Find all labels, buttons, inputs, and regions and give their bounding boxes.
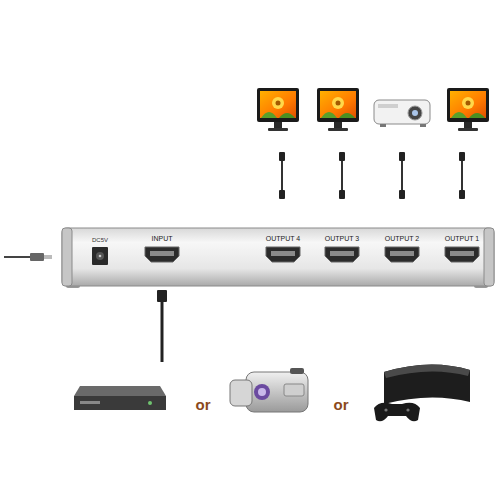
hdmi-port: OUTPUT 1 <box>442 234 483 263</box>
hdmi-port: OUTPUT 2 <box>382 234 423 263</box>
hdmi-cable <box>399 152 405 199</box>
hdmi-socket <box>144 246 180 263</box>
alternative-word: or <box>334 396 349 413</box>
set-top-box <box>74 386 166 410</box>
alternative-word: or <box>196 396 211 413</box>
hdmi-cable <box>279 152 285 199</box>
tv-monitor <box>317 88 359 131</box>
hdmi-port: OUTPUT 4 <box>263 234 304 263</box>
port-label: OUTPUT 1 <box>445 234 480 243</box>
hdmi-socket <box>444 246 480 263</box>
projector <box>374 100 430 127</box>
hdmi-socket <box>324 246 360 263</box>
hdmi-cable <box>459 152 465 199</box>
power-label: DC5V <box>92 237 108 243</box>
splitter-housing <box>62 228 494 288</box>
input-cable <box>157 290 167 362</box>
hdmi-socket <box>265 246 301 263</box>
camcorder <box>230 368 308 412</box>
tv-monitor <box>447 88 489 131</box>
game-controller <box>374 403 420 422</box>
power-plug <box>4 253 52 261</box>
hdmi-socket <box>384 246 420 263</box>
port-label: OUTPUT 2 <box>385 234 420 243</box>
hdmi-cable <box>339 152 345 199</box>
hdmi-port: OUTPUT 3 <box>322 234 363 263</box>
hdmi-port: INPUT <box>142 234 182 263</box>
port-label: INPUT <box>152 234 173 243</box>
port-label: OUTPUT 4 <box>266 234 301 243</box>
tv-monitor <box>257 88 299 131</box>
power-jack <box>92 247 108 265</box>
port-label: OUTPUT 3 <box>325 234 360 243</box>
game-console <box>374 364 470 421</box>
